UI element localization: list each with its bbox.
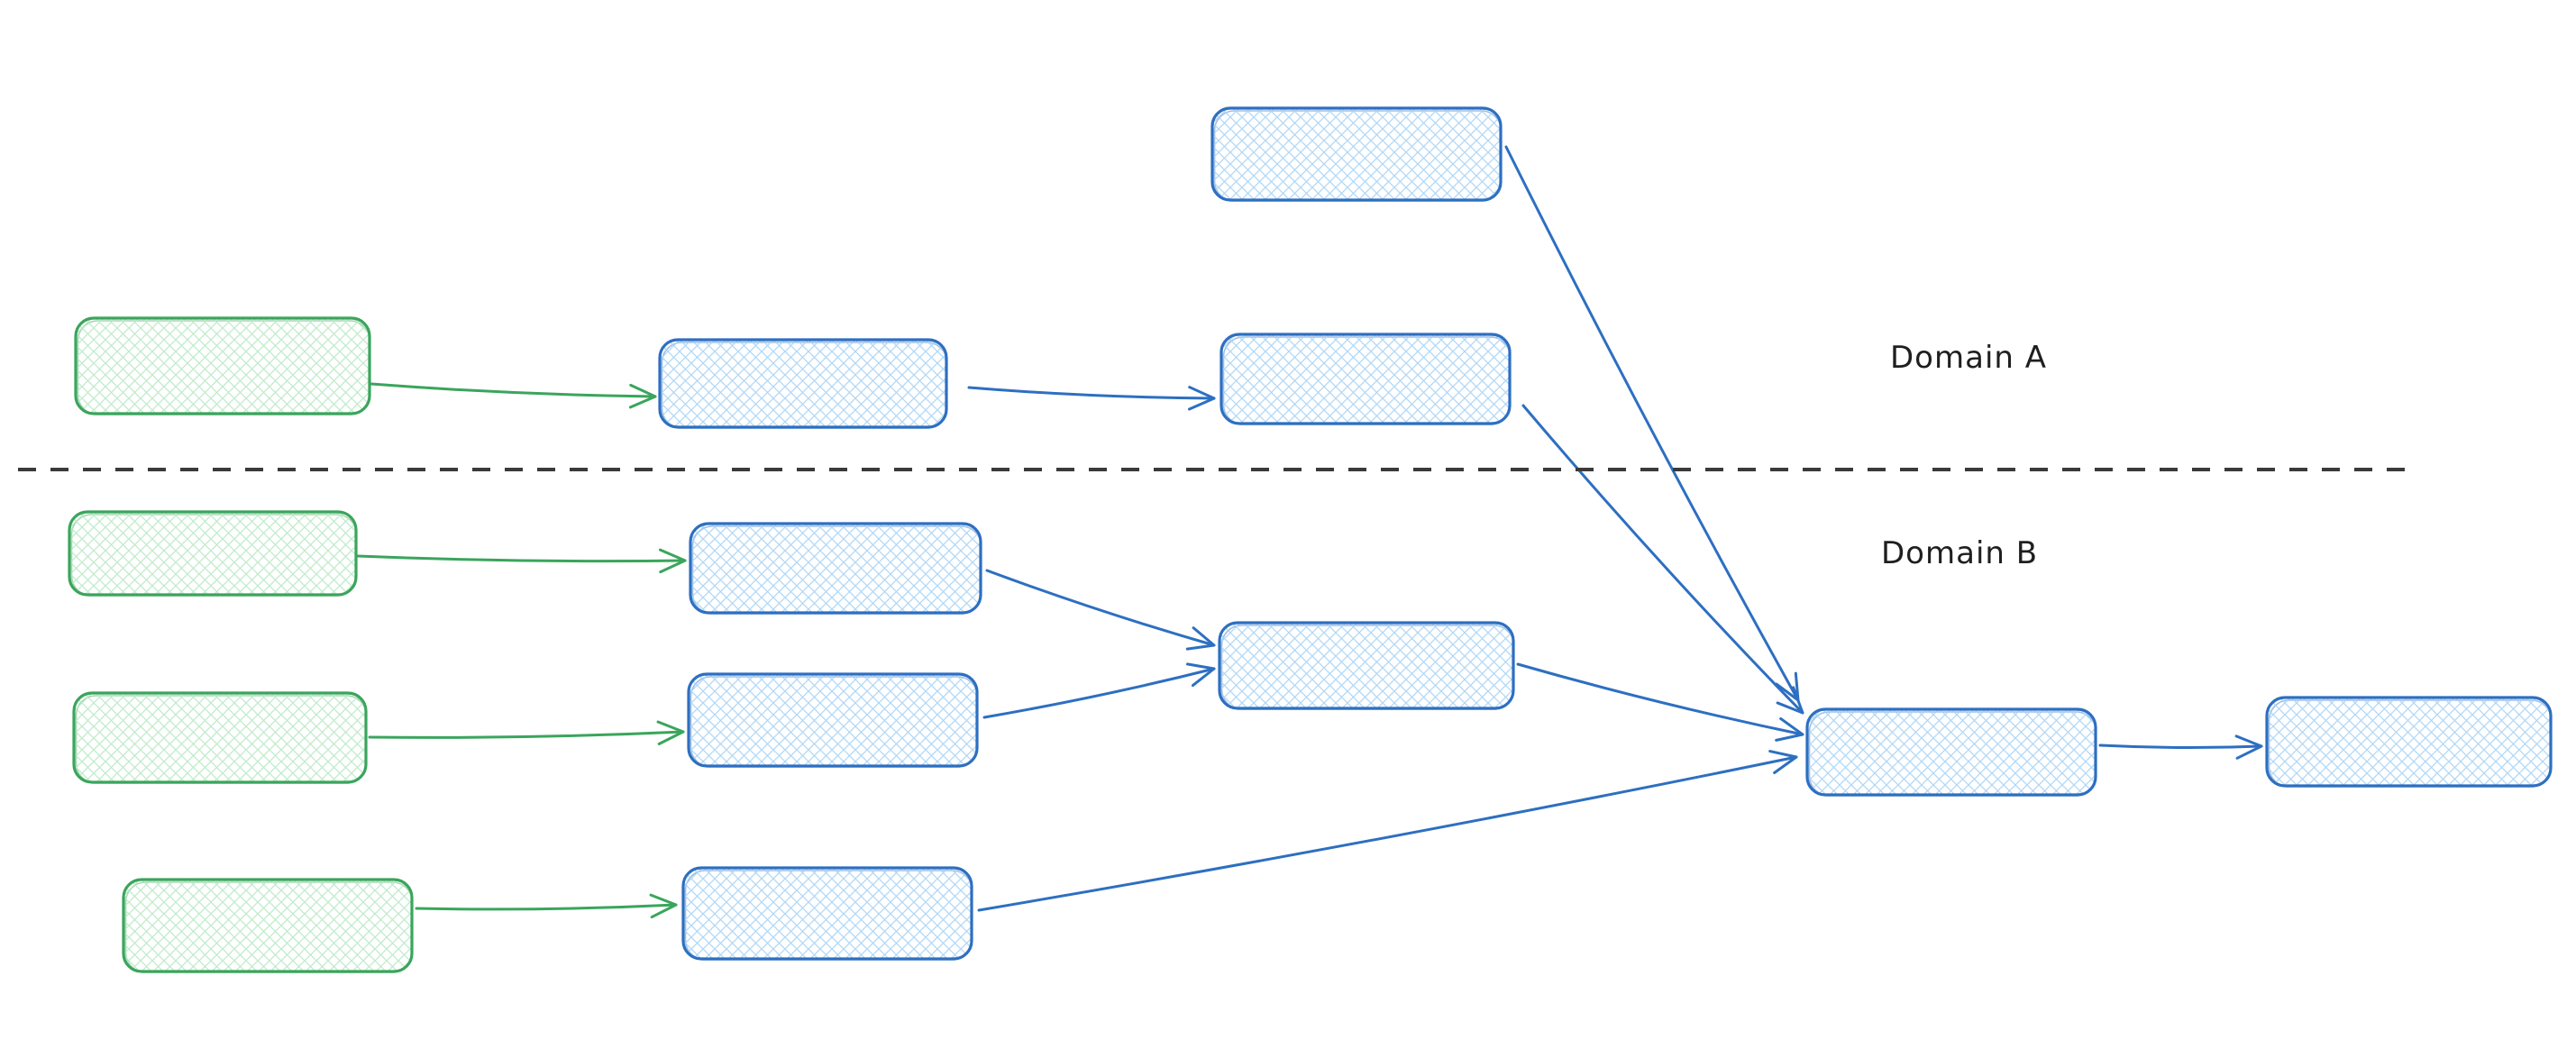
domain-a-label[interactable]: Domain A bbox=[1890, 340, 2047, 376]
edge-b-source1-to-b-step1[interactable] bbox=[356, 548, 687, 574]
edge-b-source2-to-b-step2-arrowhead-icon bbox=[656, 720, 685, 745]
edge-b-source2-to-b-step2[interactable] bbox=[368, 720, 685, 745]
box-b-merge-blue[interactable] bbox=[1218, 621, 1515, 710]
edge-b-source3-to-b-step3[interactable] bbox=[415, 893, 678, 919]
edge-a-source-to-a-step1-arrowhead-icon bbox=[628, 383, 657, 409]
box-b-step3-blue[interactable] bbox=[681, 866, 973, 961]
edge-a-top-to-sink[interactable] bbox=[1504, 145, 1800, 702]
edge-sink-to-final-arrowhead-icon bbox=[2234, 734, 2263, 760]
box-b-source2-green-shape bbox=[72, 691, 368, 784]
edge-sink-to-final-shaft bbox=[2098, 743, 2263, 750]
box-a-step2-blue-shape bbox=[1219, 333, 1512, 425]
domain-b-label[interactable]: Domain B bbox=[1881, 535, 2038, 571]
edge-b-step3-to-sink-shaft bbox=[977, 755, 1798, 912]
edge-a-step1-to-a-step2-shaft bbox=[967, 386, 1216, 400]
edge-b-step2-to-merge-arrowhead-icon bbox=[1185, 662, 1216, 688]
box-sink-blue-shape bbox=[1805, 707, 2097, 797]
edge-b-step2-to-merge[interactable] bbox=[982, 662, 1216, 719]
edge-b-step3-to-sink-arrowhead-icon bbox=[1768, 750, 1798, 774]
box-a-step1-blue-shape bbox=[658, 338, 948, 429]
edge-b-source2-to-b-step2-shaft bbox=[368, 730, 685, 739]
box-a-source-green-shape bbox=[74, 316, 371, 415]
edge-a-step1-to-a-step2-arrowhead-icon bbox=[1188, 386, 1216, 411]
edge-a-top-to-sink-shaft bbox=[1504, 145, 1800, 702]
box-b-source3-green-shape bbox=[122, 878, 414, 973]
edge-b-source3-to-b-step3-arrowhead-icon bbox=[649, 893, 678, 919]
edge-merge-to-sink-arrowhead-icon bbox=[1775, 716, 1804, 742]
box-b-step2-blue[interactable] bbox=[687, 672, 979, 768]
edge-a-step2-to-sink-arrowhead-icon bbox=[1776, 686, 1804, 715]
edge-sink-to-final[interactable] bbox=[2098, 734, 2263, 760]
edge-b-step1-to-merge-shaft bbox=[985, 569, 1216, 647]
edge-a-step2-to-sink-shaft bbox=[1521, 404, 1804, 715]
box-a-source-green[interactable] bbox=[74, 316, 371, 415]
edge-merge-to-sink-shaft bbox=[1516, 662, 1804, 736]
box-b-source3-green[interactable] bbox=[122, 878, 414, 973]
box-a-step1-blue[interactable] bbox=[658, 338, 948, 429]
edge-a-step2-to-sink[interactable] bbox=[1521, 404, 1804, 715]
box-a-top-blue-shape bbox=[1210, 106, 1503, 202]
box-sink-blue[interactable] bbox=[1805, 707, 2097, 797]
box-b-step2-blue-shape bbox=[687, 672, 979, 768]
box-b-source1-green-shape bbox=[68, 510, 358, 597]
edge-a-source-to-a-step1-shaft bbox=[370, 382, 657, 398]
edge-b-step1-to-merge[interactable] bbox=[985, 569, 1216, 651]
edge-merge-to-sink[interactable] bbox=[1516, 662, 1804, 742]
box-b-merge-blue-shape bbox=[1218, 621, 1515, 710]
box-b-step3-blue-shape bbox=[681, 866, 973, 961]
edge-b-source3-to-b-step3-shaft bbox=[415, 903, 678, 911]
edge-a-source-to-a-step1[interactable] bbox=[370, 382, 657, 409]
box-final-blue-shape bbox=[2265, 696, 2553, 788]
box-b-step1-blue-shape bbox=[689, 522, 982, 615]
edge-b-source1-to-b-step1-shaft bbox=[356, 554, 687, 563]
edge-b-step1-to-merge-arrowhead-icon bbox=[1185, 626, 1216, 651]
box-final-blue[interactable] bbox=[2265, 696, 2553, 788]
edge-b-step3-to-sink[interactable] bbox=[977, 750, 1798, 912]
box-b-source1-green[interactable] bbox=[68, 510, 358, 597]
edge-b-source1-to-b-step1-arrowhead-icon bbox=[658, 548, 687, 574]
box-b-step1-blue[interactable] bbox=[689, 522, 982, 615]
box-a-top-blue[interactable] bbox=[1210, 106, 1503, 202]
edge-a-step1-to-a-step2[interactable] bbox=[967, 386, 1216, 411]
box-b-source2-green[interactable] bbox=[72, 691, 368, 784]
edge-b-step2-to-merge-shaft bbox=[982, 667, 1216, 719]
box-a-step2-blue[interactable] bbox=[1219, 333, 1512, 425]
